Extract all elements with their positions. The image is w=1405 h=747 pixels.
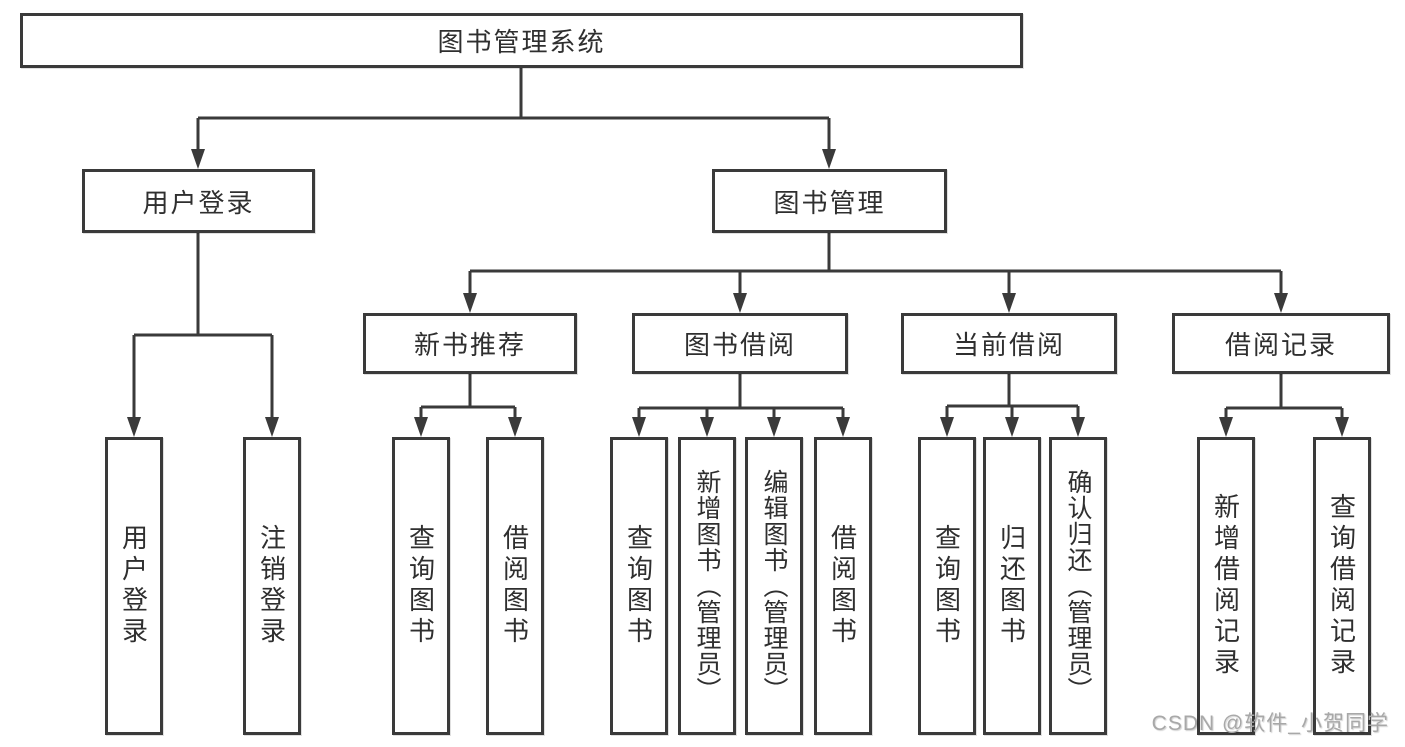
- leaf-confirm-return-admin: 确认归还（管理员）: [1049, 437, 1107, 735]
- node-book-management: 图书管理: [712, 169, 947, 233]
- node-current-borrowing: 当前借阅: [901, 313, 1117, 374]
- leaf-add-books-admin: 新增图书（管理员）: [678, 437, 736, 735]
- leaf-logout: 注销登录: [243, 437, 301, 735]
- node-borrowing-records: 借阅记录: [1172, 313, 1390, 374]
- csdn-watermark: CSDN @软件_小贺同学: [1151, 712, 1389, 735]
- leaf-borrow-books-recommend: 借阅图书: [486, 437, 544, 735]
- leaf-edit-books-admin: 编辑图书（管理员）: [745, 437, 803, 735]
- leaf-borrow-books: 借阅图书: [814, 437, 872, 735]
- node-library-management-system: 图书管理系统: [20, 13, 1023, 68]
- node-book-borrowing: 图书借阅: [632, 313, 848, 374]
- leaf-query-books-recommend: 查询图书: [392, 437, 450, 735]
- leaf-user-login: 用户登录: [105, 437, 163, 735]
- leaf-query-books-borrow: 查询图书: [610, 437, 668, 735]
- leaf-return-books: 归还图书: [983, 437, 1041, 735]
- node-user-login: 用户登录: [82, 169, 315, 233]
- leaf-add-borrow-record: 新增借阅记录: [1197, 437, 1255, 735]
- node-new-book-recommendation: 新书推荐: [363, 313, 577, 374]
- leaf-query-books-current: 查询图书: [918, 437, 976, 735]
- leaf-query-borrow-record: 查询借阅记录: [1313, 437, 1371, 735]
